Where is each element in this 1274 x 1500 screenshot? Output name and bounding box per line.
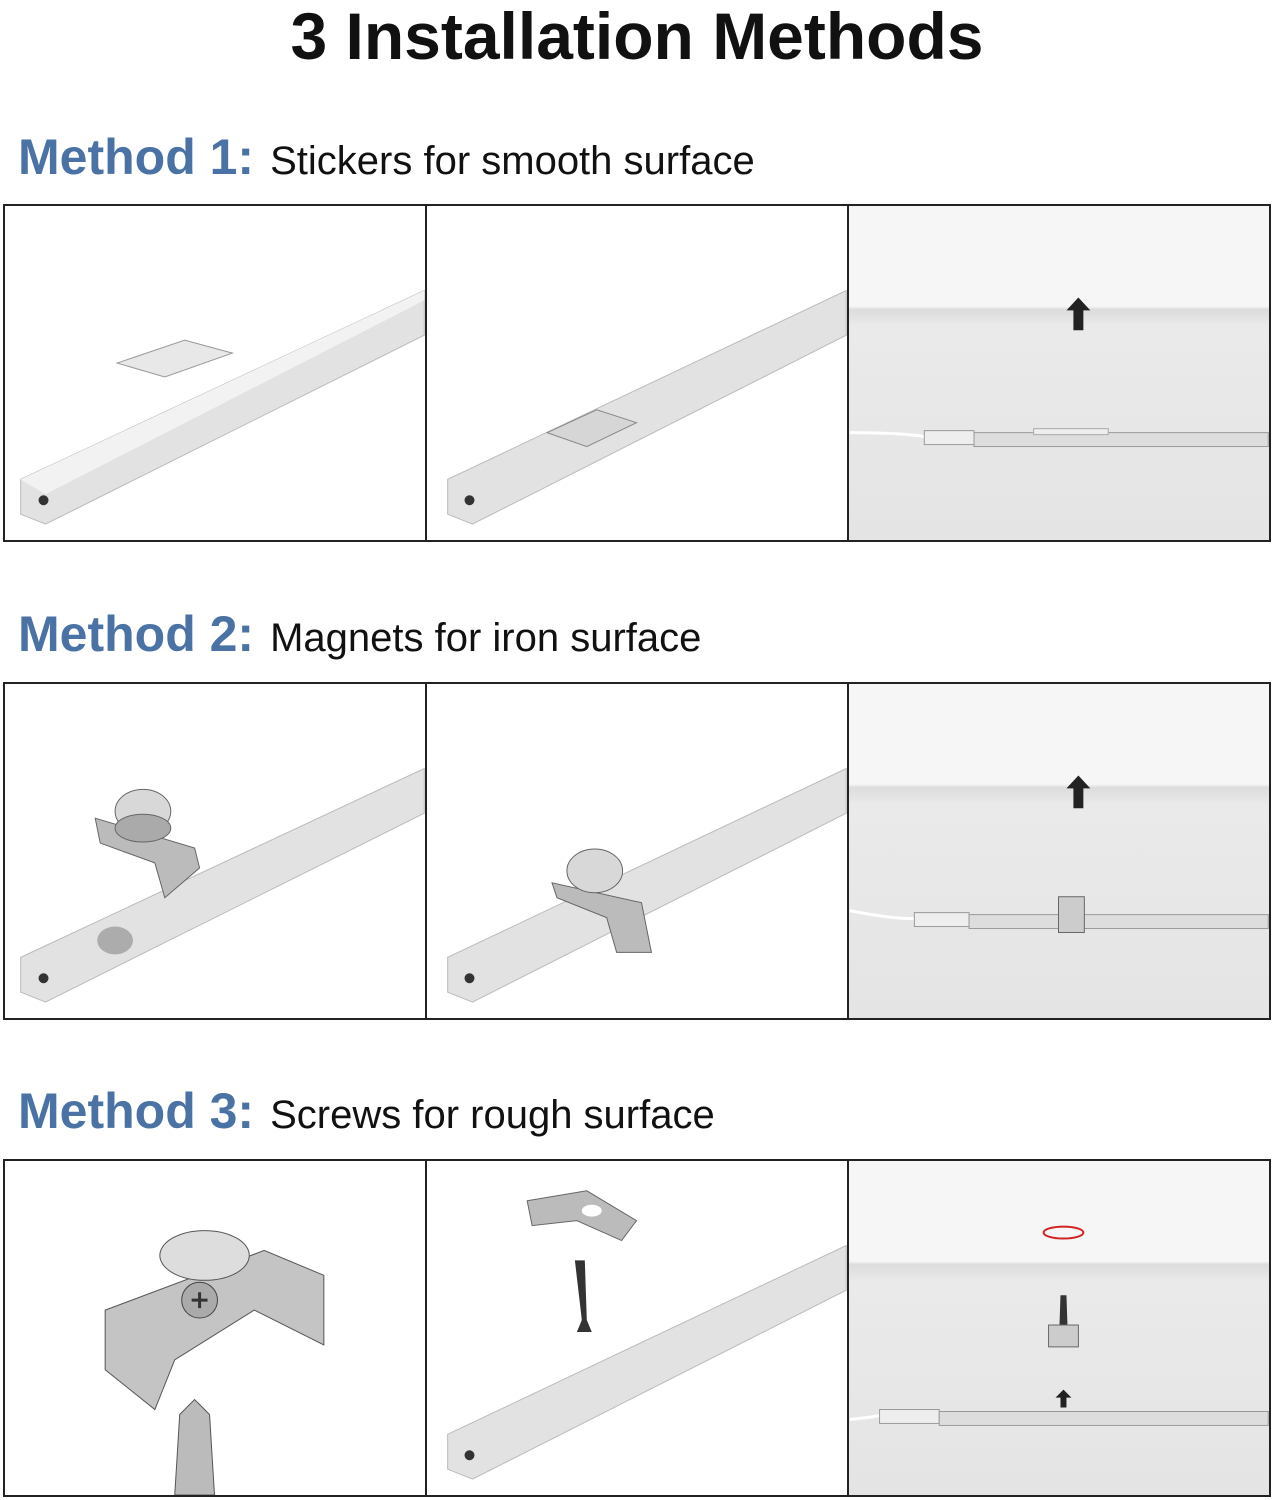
arrow-up-icon xyxy=(1055,1389,1072,1408)
sticker-applied-image xyxy=(427,206,849,540)
method-3-heading: Method 3: Screws for rough surface xyxy=(18,1084,715,1142)
method-label: Method 3: xyxy=(18,1083,255,1139)
method-description: Stickers for smooth surface xyxy=(270,139,755,183)
sticker-mounted-image xyxy=(849,206,1269,540)
screw-bar-image xyxy=(427,1161,849,1495)
method-2-images xyxy=(3,682,1271,1020)
method-label: Method 1: xyxy=(18,129,255,185)
arrow-up-icon xyxy=(1066,297,1091,331)
sticker-bar-image xyxy=(5,206,427,540)
screw-mounted-image xyxy=(849,1161,1269,1495)
method-description: Magnets for iron surface xyxy=(270,616,702,660)
method-1-images xyxy=(3,204,1271,542)
arrow-up-icon xyxy=(1066,775,1091,809)
screw-clip-image xyxy=(5,1161,427,1495)
magnet-mounted-image xyxy=(849,684,1269,1018)
method-3-images xyxy=(3,1159,1271,1497)
page-title: 3 Installation Methods xyxy=(290,0,984,73)
method-description: Screws for rough surface xyxy=(270,1093,715,1137)
screw-hole-marker-icon xyxy=(1042,1225,1085,1240)
magnet-applied-image xyxy=(427,684,849,1018)
magnet-bar-image xyxy=(5,684,427,1018)
method-1-heading: Method 1: Stickers for smooth surface xyxy=(18,130,755,188)
method-label: Method 2: xyxy=(18,606,255,662)
method-2-heading: Method 2: Magnets for iron surface xyxy=(18,607,701,665)
